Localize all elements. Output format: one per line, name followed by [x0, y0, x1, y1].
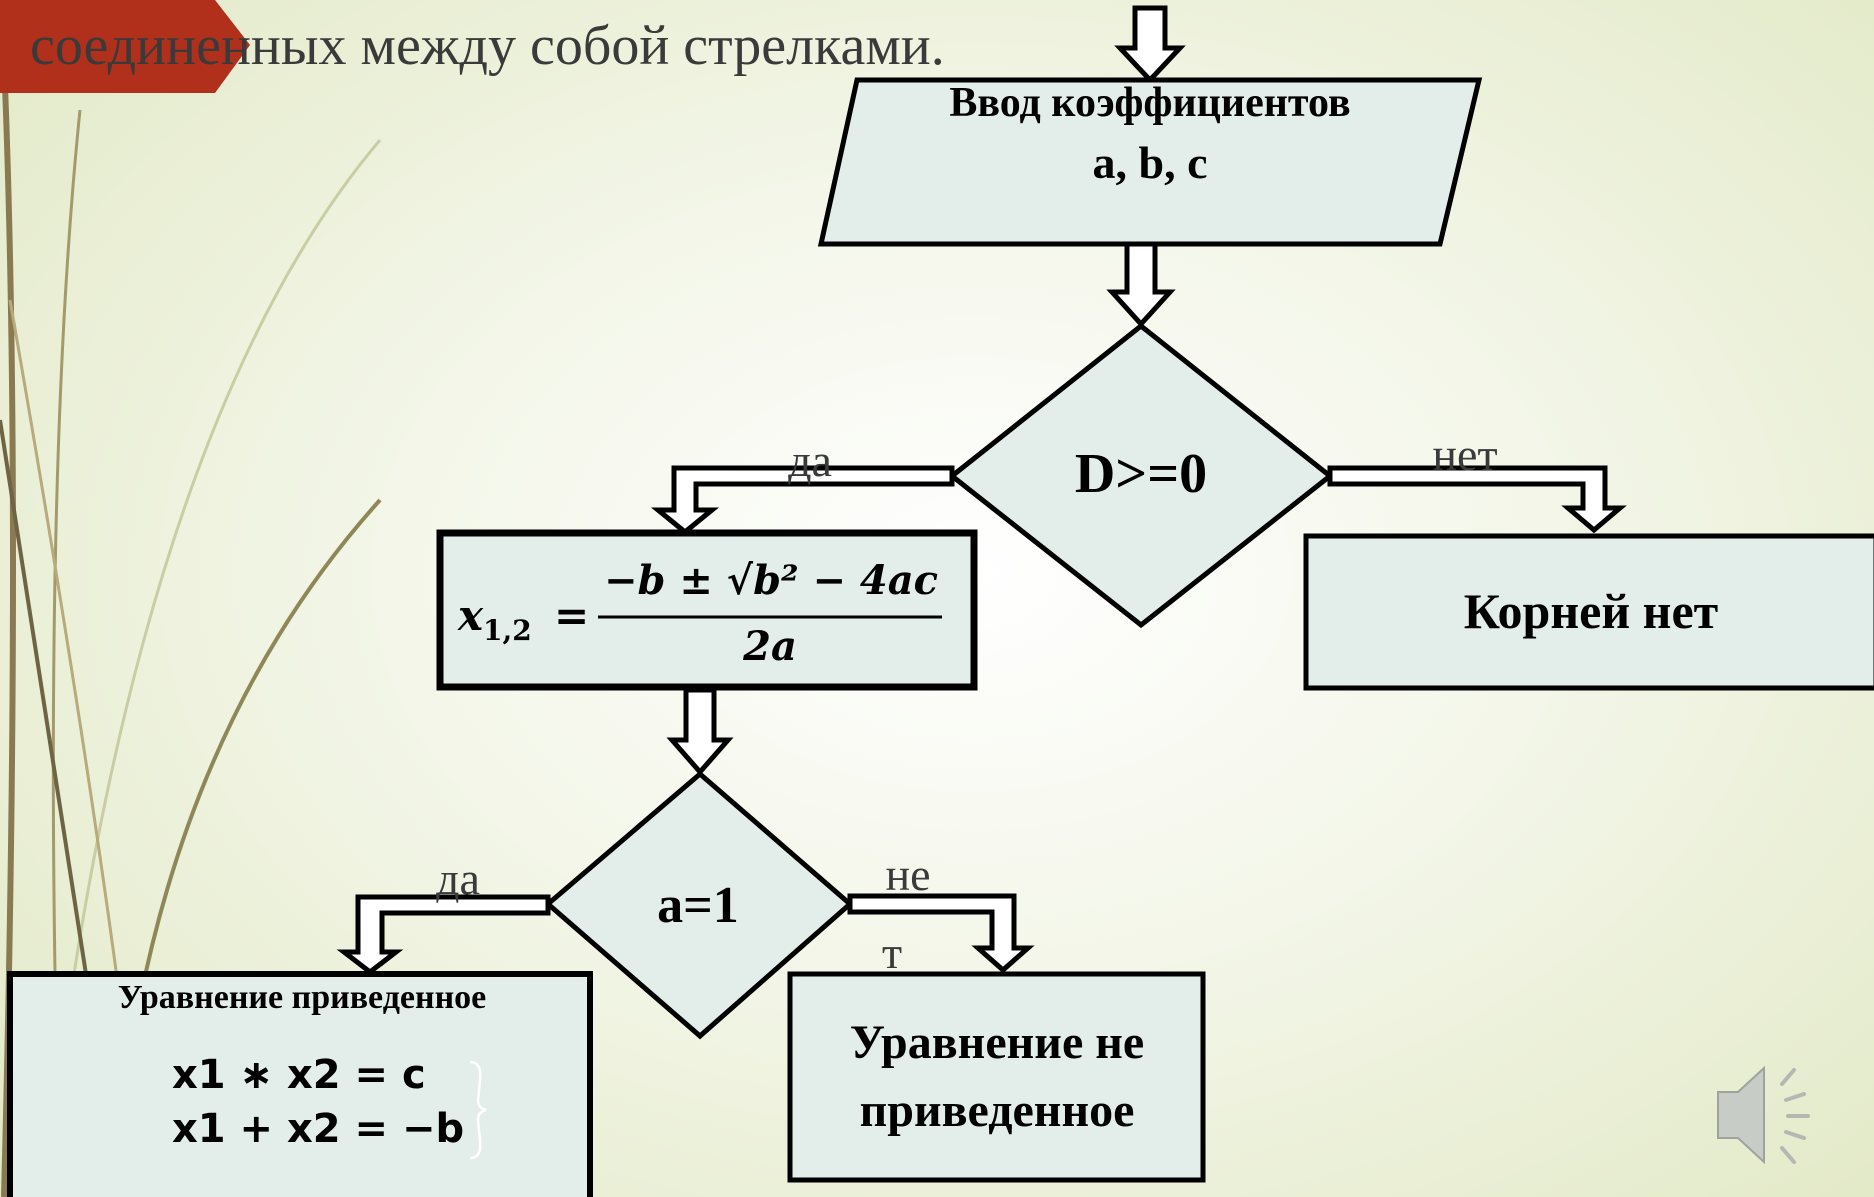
arrow-top — [1114, 5, 1186, 84]
arrow-decision1-yes — [650, 465, 955, 536]
arrow-formula-to-decision2 — [666, 687, 734, 776]
accent-banner — [0, 0, 250, 93]
no-roots-box — [1303, 533, 1874, 691]
speaker-icon[interactable] — [1717, 1065, 1810, 1165]
arrow-decision2-yes — [336, 894, 551, 976]
decision2-yes-label: да — [436, 853, 480, 904]
reduced-box-title: Уравнение приведенное — [118, 979, 487, 1016]
system-brace — [469, 1060, 487, 1160]
decision2-label: a=1 — [657, 877, 739, 934]
arrow-decision1-no — [1327, 465, 1627, 534]
decision-a-equals-1 — [544, 770, 854, 1040]
not-reduced-equation-box — [787, 971, 1206, 1183]
not-reduced-line1: Уравнение не — [850, 1016, 1144, 1069]
decision2-no-label-part2: т — [882, 927, 902, 978]
decision1-no-label: нет — [1432, 429, 1497, 480]
quadratic-formula-box — [436, 529, 978, 691]
formula-numerator: −b ± √b² − 4ac — [604, 557, 938, 604]
input-box-line1: Ввод коэффициентов — [949, 80, 1350, 126]
formula-denominator: 2a — [742, 623, 797, 670]
vieta-formula-sum: x1 + x2 = −b — [172, 1106, 464, 1152]
decision2-no-label-part1: не — [885, 849, 930, 900]
decision1-label: D>=0 — [1075, 443, 1207, 505]
arrow-decision2-no — [847, 893, 1035, 974]
no-roots-label: Корней нет — [1464, 583, 1718, 639]
formula-lhs: x1,2 — [457, 591, 532, 647]
not-reduced-line2: приведенное — [860, 1084, 1135, 1137]
decision1-yes-label: да — [788, 435, 832, 486]
slide-heading: соединенных между собой стрелками. — [30, 15, 945, 77]
input-box-line2: a, b, c — [1093, 137, 1208, 188]
vieta-formula-product: x1 ∗ x2 = c — [172, 1052, 426, 1098]
input-coefficients-box — [817, 77, 1483, 247]
decision-discriminant — [947, 322, 1335, 629]
arrow-input-to-decision1 — [1106, 241, 1176, 328]
reduced-equation-box — [7, 971, 593, 1197]
formula-equals: = — [554, 591, 589, 640]
